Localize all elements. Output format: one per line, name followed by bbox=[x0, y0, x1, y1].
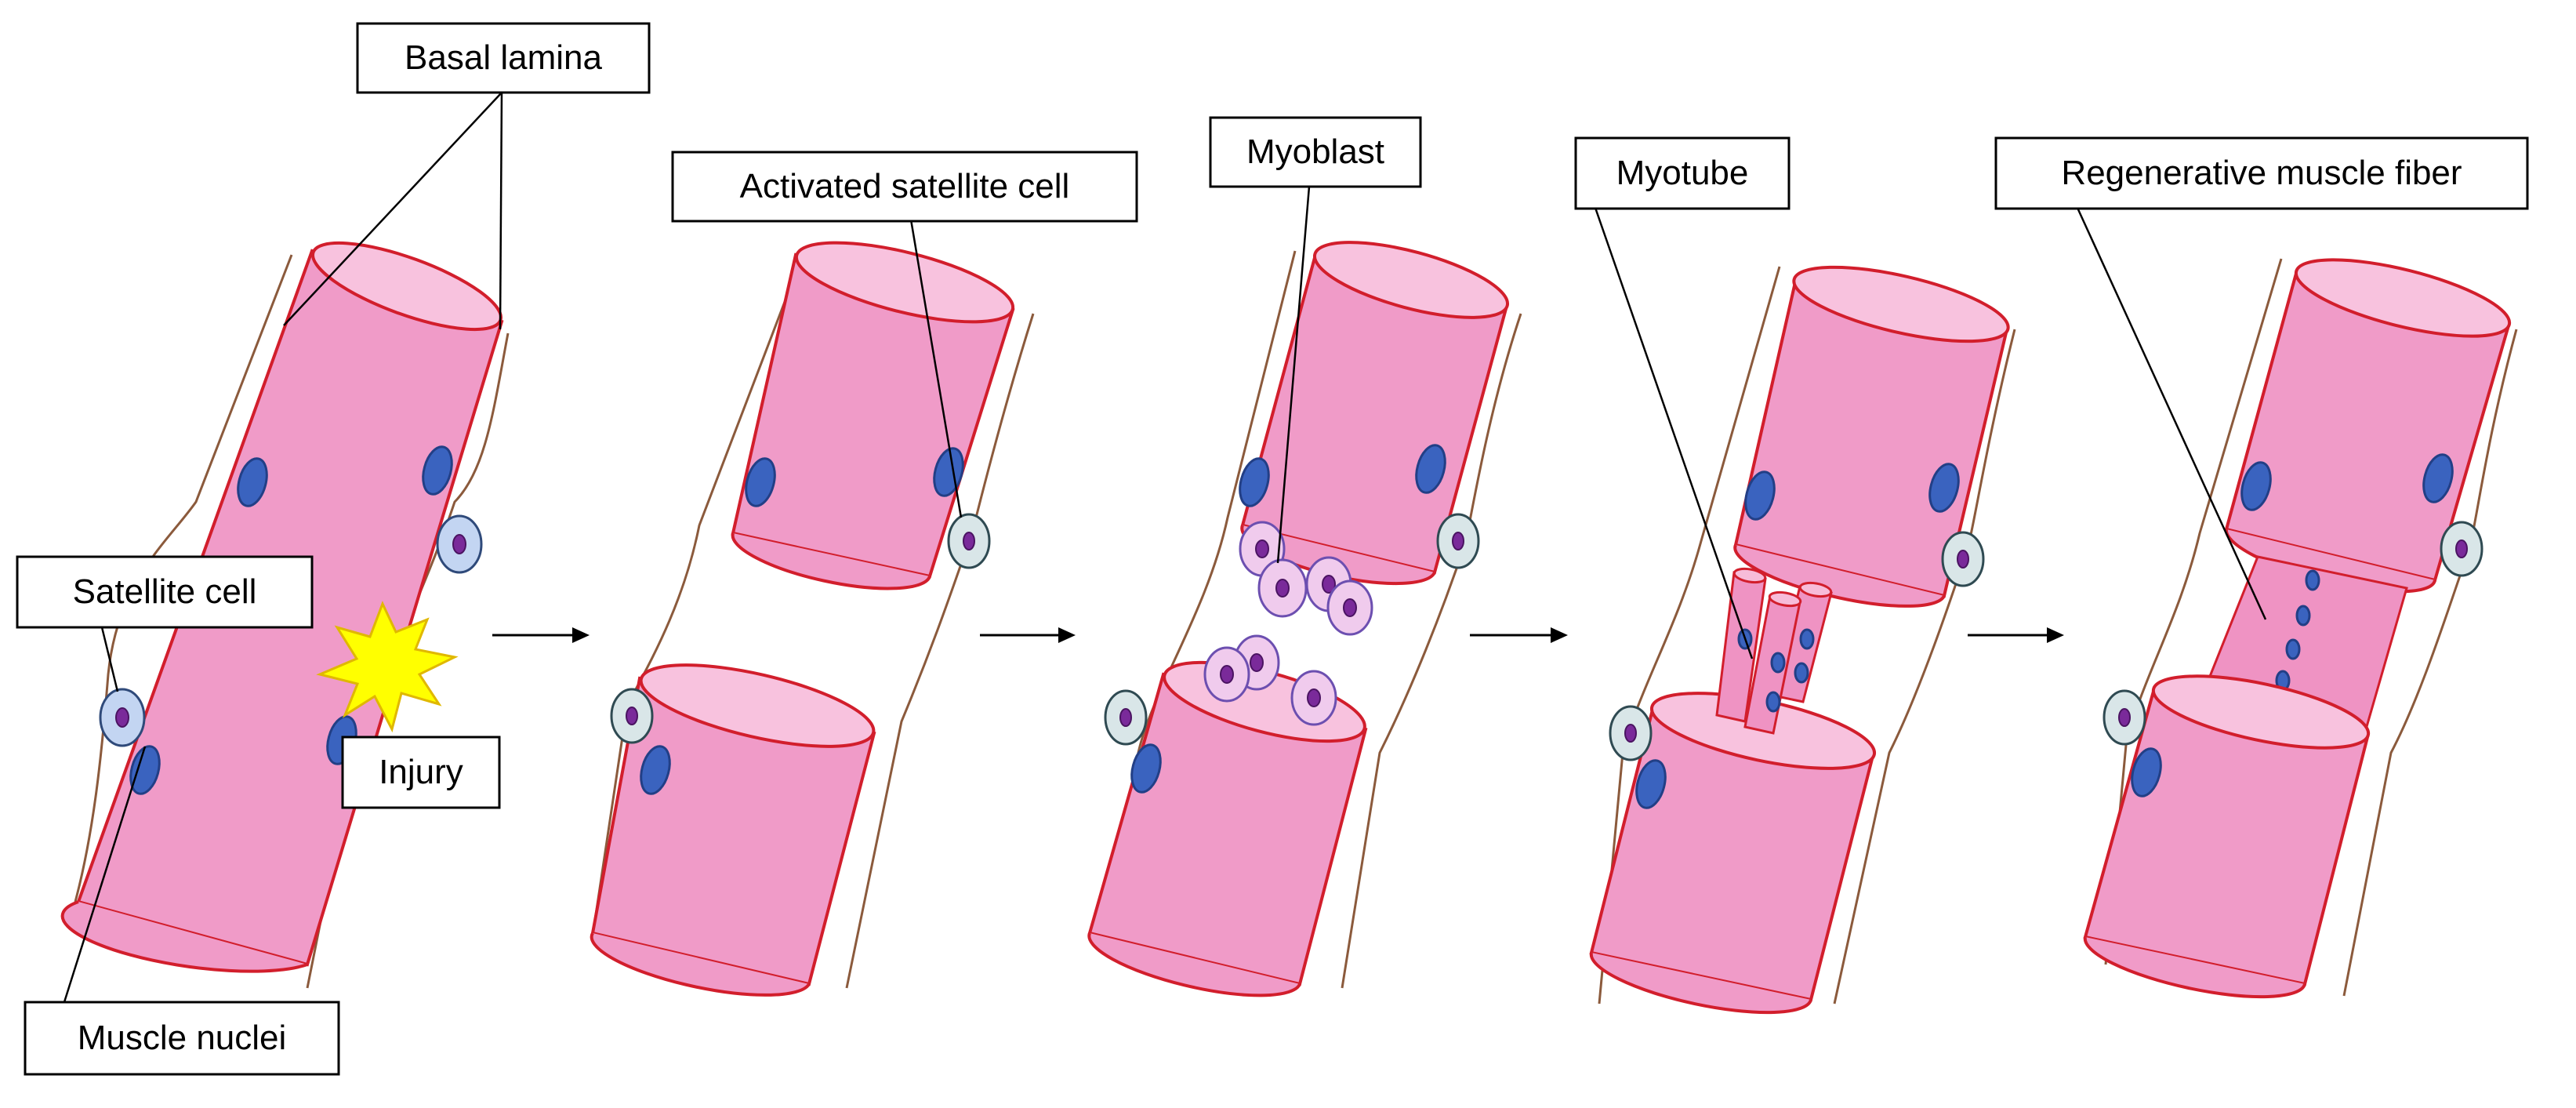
basal-lamina-line bbox=[1115, 250, 1297, 942]
muscle-nucleus bbox=[1130, 743, 1162, 794]
svg-text:Activated satellite cell: Activated satellite cell bbox=[740, 167, 1070, 205]
fiber-upper-segment-top bbox=[1792, 265, 2010, 343]
leader-activated-satellite-cell bbox=[909, 219, 963, 518]
injury-burst-icon bbox=[316, 601, 459, 733]
label-satellite-cell: Satellite cell bbox=[16, 555, 314, 629]
fiber-upper-segment-top bbox=[1312, 241, 1510, 319]
svg-text:Muscle nuclei: Muscle nuclei bbox=[78, 1019, 287, 1057]
fiber-lower-segment-top bbox=[2151, 674, 2371, 750]
myoblast-cell bbox=[1257, 558, 1308, 618]
svg-text:Regenerative muscle fiber: Regenerative muscle fiber bbox=[2061, 154, 2462, 192]
stage-activated-satellite-cell bbox=[590, 241, 1035, 997]
muscle-nucleus bbox=[745, 457, 776, 507]
stage-myoblast bbox=[1087, 241, 1522, 997]
stage-arrow bbox=[492, 627, 590, 643]
muscle-nucleus bbox=[1744, 470, 1776, 521]
svg-text:Satellite cell: Satellite cell bbox=[73, 572, 257, 611]
satellite-cell bbox=[1609, 705, 1653, 761]
muscle-nucleus bbox=[2240, 461, 2272, 511]
svg-text:Myoblast: Myoblast bbox=[1246, 133, 1384, 171]
regenerative-nucleus bbox=[2305, 569, 2320, 591]
satellite-cell bbox=[99, 688, 146, 747]
muscle-nucleus bbox=[1239, 457, 1270, 507]
satellite-cell bbox=[1941, 531, 1985, 587]
fiber-upper-segment-top bbox=[2294, 258, 2512, 338]
leader-satellite-cell bbox=[100, 627, 119, 692]
stage-arrow bbox=[1968, 627, 2064, 643]
stage-myotube bbox=[1589, 265, 2016, 1015]
satellite-cell bbox=[2440, 521, 2483, 577]
label-myotube: Myotube bbox=[1574, 136, 1791, 210]
label-injury: Injury bbox=[341, 736, 501, 809]
myotube-cluster bbox=[1715, 567, 1833, 735]
fiber-lower-segment-bottom bbox=[1087, 932, 1301, 997]
leader-basal-lamina bbox=[283, 92, 503, 326]
label-basal-lamina: Basal lamina bbox=[356, 22, 651, 94]
leader-regenerative-fiber bbox=[2076, 207, 2267, 620]
myoblast-cell bbox=[1290, 670, 1337, 726]
basal-lamina-line bbox=[74, 254, 293, 903]
muscle-nucleus bbox=[640, 745, 671, 795]
muscle-nucleus bbox=[1415, 444, 1446, 494]
muscle-nucleus bbox=[1928, 463, 1960, 513]
leader-myotube bbox=[1594, 207, 1754, 659]
fiber-lower-segment-bottom bbox=[590, 932, 811, 997]
muscle-fiber-bottom bbox=[60, 900, 308, 973]
leader-myoblast bbox=[1276, 186, 1311, 564]
muscle-nucleus bbox=[1635, 759, 1667, 809]
fiber-lower-segment-bottom bbox=[1589, 952, 1812, 1015]
regenerative-nucleus bbox=[2295, 605, 2311, 627]
svg-text:Myotube: Myotube bbox=[1616, 154, 1749, 192]
myoblast-cell bbox=[1326, 579, 1373, 636]
muscle-nucleus bbox=[129, 745, 161, 795]
muscle-nucleus bbox=[2131, 747, 2162, 797]
svg-text:Basal lamina: Basal lamina bbox=[405, 38, 602, 77]
satellite-cell bbox=[436, 514, 483, 574]
satellite-cell bbox=[1436, 513, 1480, 569]
label-muscle-nuclei: Muscle nuclei bbox=[24, 1001, 340, 1076]
muscle-nucleus bbox=[237, 457, 268, 507]
stage-arrow bbox=[1470, 627, 1568, 643]
fiber-lower-segment-bottom bbox=[2083, 936, 2306, 999]
label-regenerative-muscle-fiber: Regenerative muscle fiber bbox=[1994, 136, 2529, 210]
satellite-cell bbox=[1104, 689, 1148, 746]
muscle-nucleus bbox=[2422, 453, 2454, 503]
activated-satellite-cell bbox=[610, 688, 654, 744]
label-activated-satellite-cell: Activated satellite cell bbox=[671, 151, 1138, 223]
fiber-upper-segment-top bbox=[794, 241, 1015, 324]
satellite-cell bbox=[2103, 689, 2146, 746]
myoblast-cell bbox=[1203, 646, 1250, 703]
svg-text:Injury: Injury bbox=[379, 753, 463, 791]
leader-muscle-nuclei bbox=[63, 746, 147, 1003]
fiber-upper-segment-bottom bbox=[731, 532, 931, 590]
leader-basal-lamina bbox=[499, 92, 503, 330]
stage-regenerative-fiber bbox=[2083, 258, 2518, 999]
label-myoblast: Myoblast bbox=[1209, 116, 1422, 188]
activated-satellite-cell bbox=[947, 513, 991, 569]
fiber-lower-segment-top bbox=[639, 663, 876, 748]
muscle-nucleus bbox=[422, 445, 453, 496]
stage-arrow bbox=[980, 627, 1076, 643]
regenerative-nucleus bbox=[2285, 638, 2301, 660]
